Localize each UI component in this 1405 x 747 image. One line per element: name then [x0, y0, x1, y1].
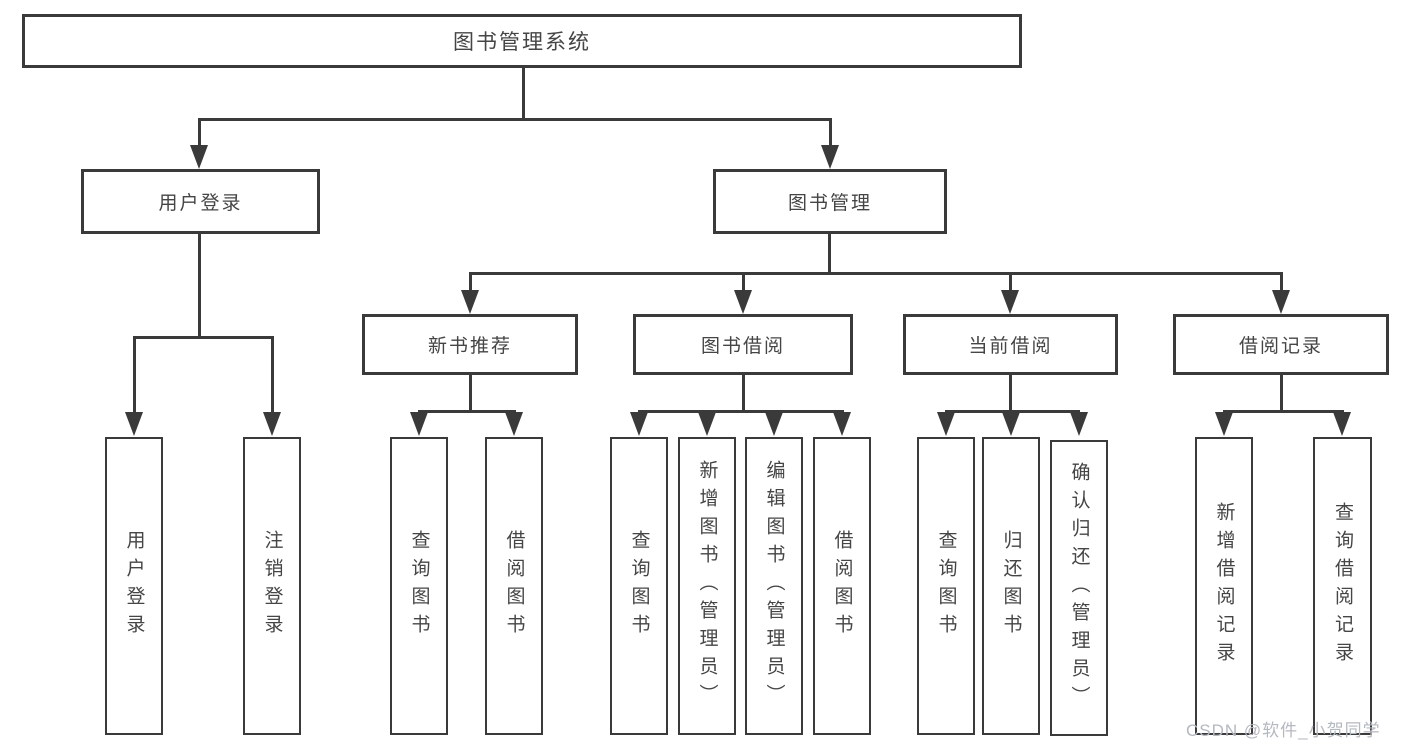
node-label: 图书管理系统: [453, 31, 591, 54]
node-label: 新书推荐: [427, 336, 512, 357]
arrow-down-icon: [263, 412, 281, 436]
node-label: 用户登录: [158, 193, 243, 214]
arrow-down-icon: [765, 412, 783, 436]
arrow-down-icon: [461, 290, 479, 314]
node-cb-return-books: 归还图书: [982, 437, 1040, 735]
node-label: 借阅记录: [1238, 336, 1323, 357]
connector: [829, 118, 832, 147]
node-bb-query-books: 查询图书: [610, 437, 668, 735]
node-new-book-recommend: 新书推荐: [362, 314, 578, 375]
connector: [522, 68, 525, 118]
arrow-down-icon: [1215, 412, 1233, 436]
arrow-down-icon: [505, 412, 523, 436]
node-label: 当前借阅: [968, 336, 1053, 357]
node-label: 新增借阅记录: [1213, 502, 1235, 670]
arrow-down-icon: [1001, 290, 1019, 314]
node-current-borrowing: 当前借阅: [903, 314, 1118, 375]
node-br-add-record: 新增借阅记录: [1195, 437, 1253, 735]
node-label: 查询图书: [408, 530, 430, 642]
node-book-management: 图书管理: [713, 169, 947, 234]
node-cb-query-books: 查询图书: [917, 437, 975, 735]
arrow-down-icon: [1272, 290, 1290, 314]
connector: [469, 272, 472, 294]
node-library-management-system: 图书管理系统: [22, 14, 1022, 68]
node-nbr-query-books: 查询图书: [390, 437, 448, 735]
node-label: 借阅图书: [503, 530, 525, 642]
arrow-down-icon: [821, 145, 839, 169]
arrow-down-icon: [190, 145, 208, 169]
node-user-login: 用户登录: [81, 169, 320, 234]
node-cb-confirm-return-admin: 确认归还（管理员）: [1050, 440, 1108, 736]
connector: [1280, 272, 1283, 294]
node-book-borrowing: 图书借阅: [633, 314, 853, 375]
connector: [198, 118, 831, 121]
node-label: 新增图书（管理员）: [696, 460, 718, 712]
connector: [469, 272, 1283, 275]
node-label: 查询图书: [628, 530, 650, 642]
connector: [198, 234, 201, 338]
node-label: 查询图书: [935, 530, 957, 642]
node-borrowing-records: 借阅记录: [1173, 314, 1389, 375]
node-user-login-leaf: 用户登录: [105, 437, 163, 735]
arrow-down-icon: [1070, 412, 1088, 436]
connector: [271, 336, 274, 414]
node-label: 图书借阅: [700, 336, 785, 357]
arrow-down-icon: [698, 412, 716, 436]
node-label: 归还图书: [1000, 530, 1022, 642]
node-label: 注销登录: [261, 530, 283, 642]
node-nbr-borrow-books: 借阅图书: [485, 437, 543, 735]
connector: [133, 336, 274, 339]
arrow-down-icon: [125, 412, 143, 436]
connector: [418, 410, 516, 413]
connector: [945, 410, 1080, 413]
connector: [133, 336, 136, 414]
arrow-down-icon: [1002, 412, 1020, 436]
connector: [469, 375, 472, 413]
node-label: 编辑图书（管理员）: [763, 460, 785, 712]
connector: [742, 272, 745, 294]
arrow-down-icon: [937, 412, 955, 436]
arrow-down-icon: [833, 412, 851, 436]
csdn-watermark: CSDN @软件_小贺同学: [1186, 721, 1381, 740]
node-label: 图书管理: [787, 193, 872, 214]
connector: [828, 234, 831, 274]
connector: [638, 410, 844, 413]
arrow-down-icon: [734, 290, 752, 314]
connector: [198, 118, 201, 147]
arrow-down-icon: [630, 412, 648, 436]
node-label: 用户登录: [123, 530, 145, 642]
connector: [1280, 375, 1283, 413]
connector: [742, 375, 745, 413]
node-bb-edit-books-admin: 编辑图书（管理员）: [745, 437, 803, 735]
node-label: 借阅图书: [831, 530, 853, 642]
node-label: 确认归还（管理员）: [1068, 462, 1090, 714]
connector: [1009, 272, 1012, 294]
connector: [1009, 375, 1012, 413]
node-bb-borrow-books: 借阅图书: [813, 437, 871, 735]
node-label: 查询借阅记录: [1332, 502, 1353, 670]
arrow-down-icon: [410, 412, 428, 436]
node-logout: 注销登录: [243, 437, 301, 735]
node-bb-add-books-admin: 新增图书（管理员）: [678, 437, 736, 735]
arrow-down-icon: [1333, 412, 1351, 436]
node-br-query-record: 查询借阅记录: [1313, 437, 1372, 735]
connector: [1223, 410, 1344, 413]
